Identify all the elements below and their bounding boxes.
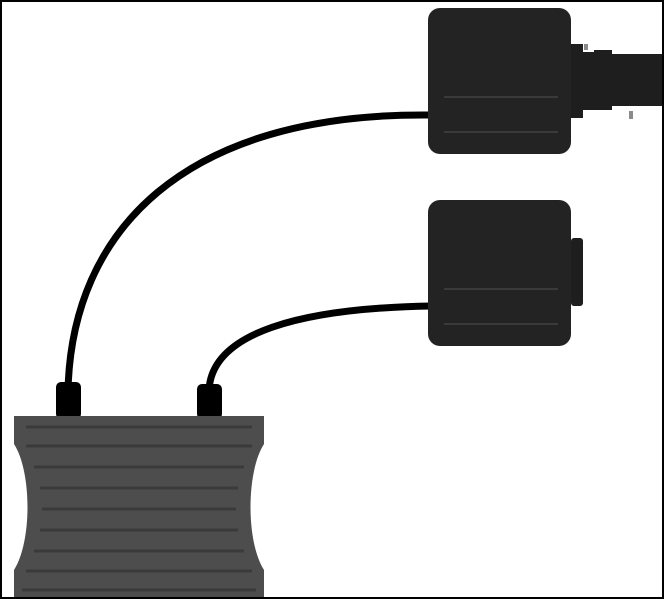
cable-to-camera xyxy=(205,302,436,394)
camera-with-lens xyxy=(428,8,662,154)
hub-connector-1 xyxy=(56,382,81,419)
hub-ridges xyxy=(22,425,256,592)
camera-mount-icon xyxy=(571,238,583,306)
hub xyxy=(14,416,264,597)
hub-connector-2 xyxy=(197,384,222,419)
cable-to-lens-camera xyxy=(64,111,436,394)
camera-body xyxy=(428,200,571,346)
camera-with-lens-body xyxy=(428,8,571,154)
camera-lens-icon xyxy=(571,44,662,119)
camera-without-lens xyxy=(428,200,583,346)
